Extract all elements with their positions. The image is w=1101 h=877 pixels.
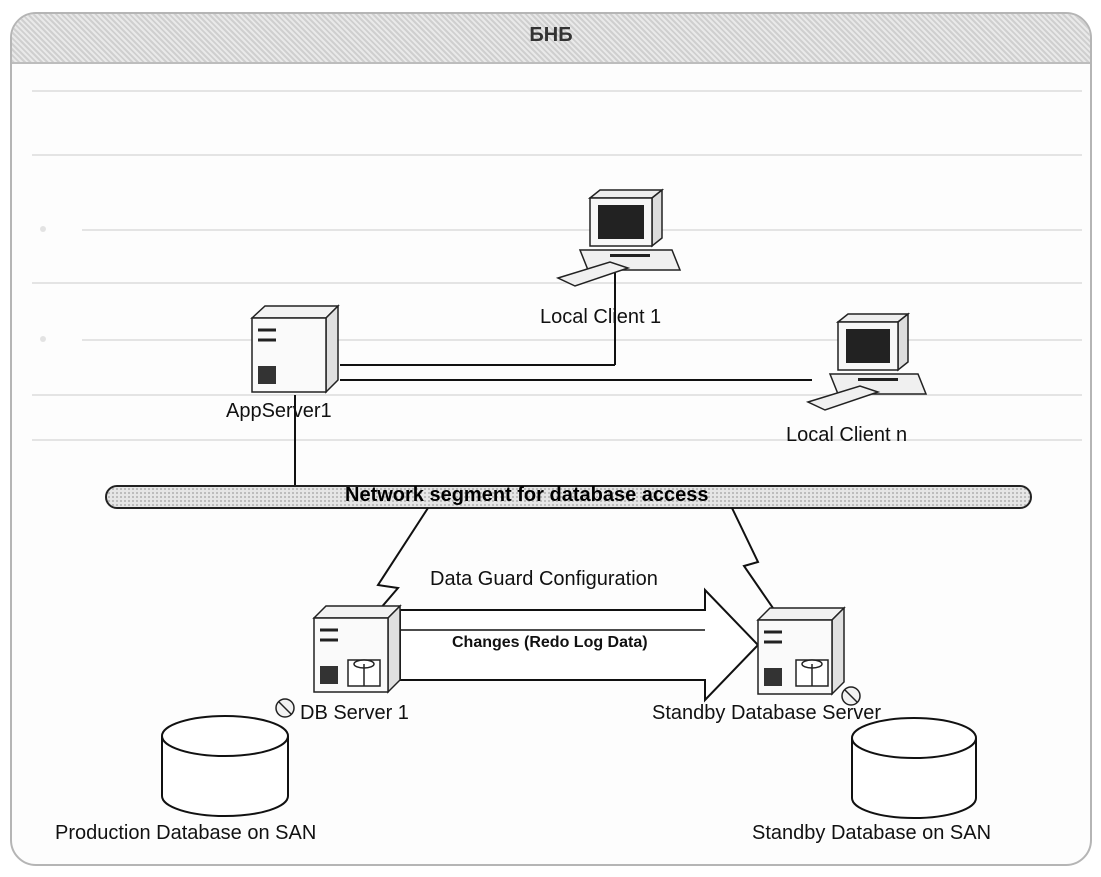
san-connector-icon xyxy=(275,698,295,718)
production-db-label: Production Database on SAN xyxy=(55,822,317,844)
background-bullet xyxy=(40,226,46,232)
connection-lines xyxy=(294,262,812,486)
title-bar: БНБ xyxy=(12,14,1090,64)
background-bullet xyxy=(40,336,46,342)
background-text-line xyxy=(82,339,1082,341)
lightning-bolt-icon xyxy=(731,507,796,641)
san-connector-icon xyxy=(841,686,861,706)
database-server-icon xyxy=(312,604,402,694)
standby-server-label: Standby Database Server xyxy=(652,702,882,724)
network-segment-bar xyxy=(105,485,1032,509)
db-server-label: DB Server 1 xyxy=(300,702,409,724)
appserver-label: AppServer1 xyxy=(226,400,332,422)
background-text-line xyxy=(32,90,1082,92)
computer-icon xyxy=(805,312,928,411)
database-server-icon xyxy=(756,606,846,696)
page-title: БНБ xyxy=(529,24,573,46)
dataguard-config-label: Data Guard Configuration xyxy=(430,568,658,590)
standby-db-label: Standby Database on SAN xyxy=(752,822,992,844)
redo-arrow-icon xyxy=(399,587,760,703)
background-text-line xyxy=(82,229,1082,231)
server-icon xyxy=(250,304,340,394)
client-n-label: Local Client n xyxy=(786,424,908,446)
background-text-line xyxy=(32,282,1082,284)
background-text-line xyxy=(32,394,1082,396)
client-1-label: Local Client 1 xyxy=(540,306,662,328)
database-cylinder-icon xyxy=(161,715,289,817)
background-text-line xyxy=(32,439,1082,441)
computer-icon xyxy=(555,188,682,287)
network-segment-label: Network segment for database access xyxy=(345,484,709,506)
changes-label: Changes (Redo Log Data) xyxy=(452,634,648,651)
database-cylinder-icon xyxy=(851,717,977,819)
background-text-line xyxy=(32,154,1082,156)
